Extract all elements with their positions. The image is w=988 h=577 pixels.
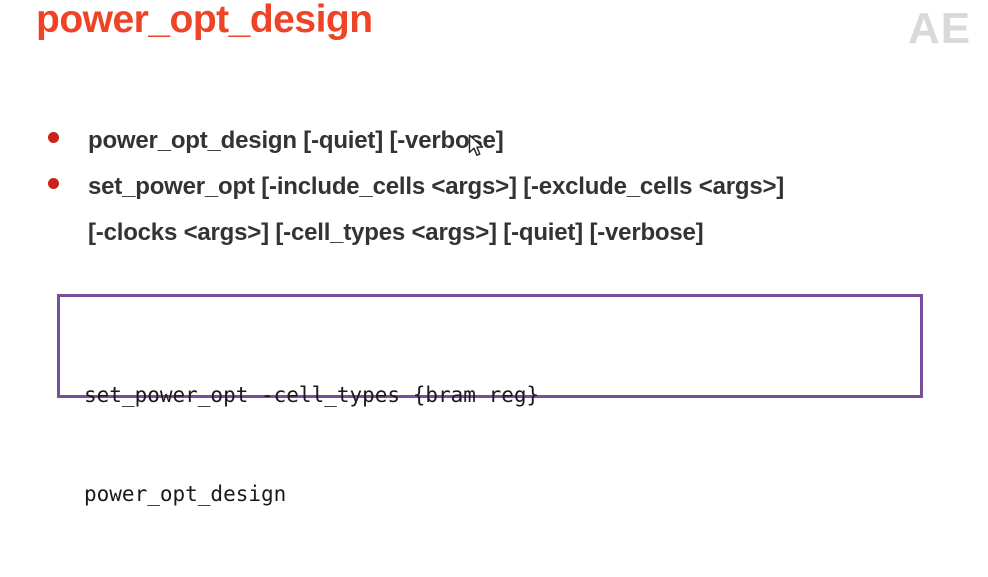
bullet-dot-icon (48, 132, 59, 143)
list-item-text: set_power_opt [-include_cells <args>] [-… (88, 173, 785, 200)
brand-watermark: AE (908, 4, 972, 53)
list-item: set_power_opt [-include_cells <args>] [-… (42, 164, 942, 256)
code-example-box: set_power_opt -cell_types {bram reg} pow… (57, 294, 923, 506)
bullet-list: power_opt_design [-quiet] [-verbose] set… (42, 118, 942, 256)
list-item: power_opt_design [-quiet] [-verbose] (42, 118, 942, 164)
code-line: power_opt_design (84, 482, 287, 506)
list-item-text: power_opt_design [-quiet] [-verbose] (88, 127, 504, 154)
list-item-continuation-text: [-clocks <args>] [-cell_types <args>] [-… (88, 219, 704, 246)
bullet-dot-icon (48, 178, 59, 189)
page-title: power_opt_design (36, 0, 373, 41)
code-line: set_power_opt -cell_types {bram reg} (84, 383, 540, 407)
code-block: set_power_opt -cell_types {bram reg} pow… (84, 313, 539, 577)
slide-canvas: AE power_opt_design power_opt_design [-q… (36, 0, 972, 506)
